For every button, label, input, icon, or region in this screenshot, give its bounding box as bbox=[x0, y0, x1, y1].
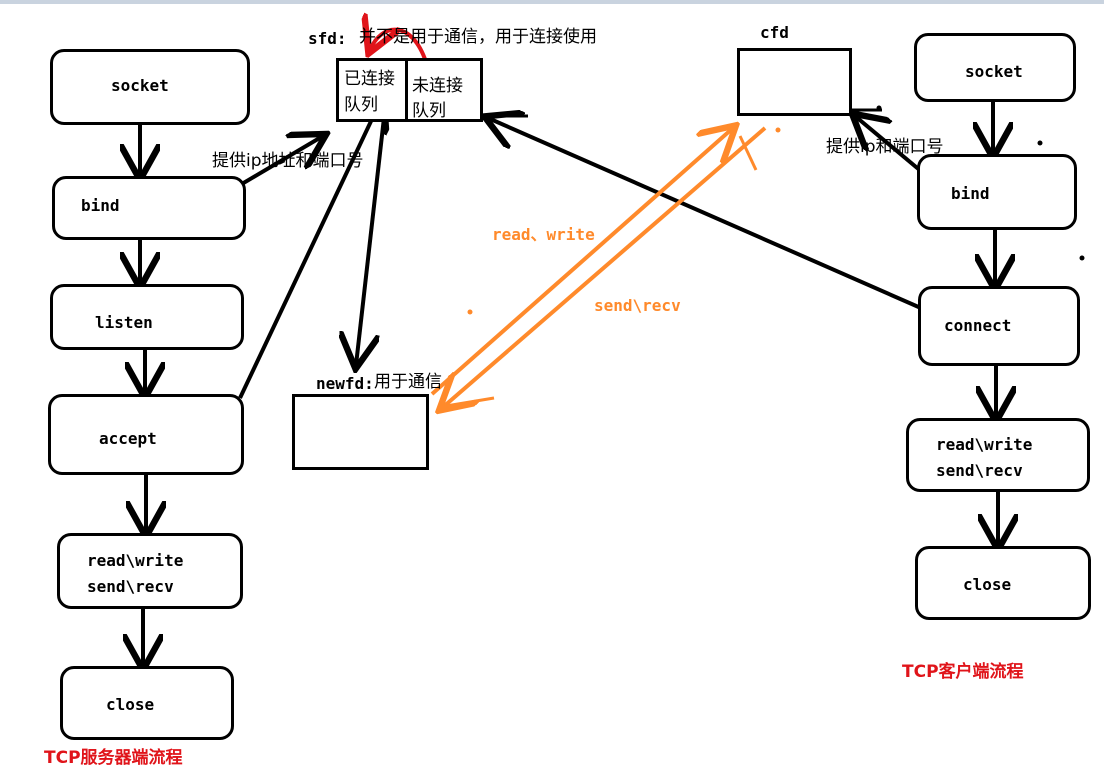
client-bind-box bbox=[917, 154, 1077, 230]
client-connect-box bbox=[918, 286, 1080, 366]
server-accept-box bbox=[48, 394, 244, 475]
send-recv-annotation: send\recv bbox=[594, 296, 681, 315]
newfd-prefix: newfd: bbox=[316, 374, 374, 393]
client-connect-label: connect bbox=[944, 316, 1012, 335]
pending-queue-line1: 未连接 bbox=[412, 76, 463, 96]
server-bind-box bbox=[52, 176, 246, 240]
server-listen-box bbox=[50, 284, 244, 350]
client-rw-box bbox=[906, 418, 1090, 492]
arrow-queue-to-newfd bbox=[356, 99, 388, 365]
server-flow-title: TCP服务器端流程 bbox=[44, 748, 183, 768]
newfd-box bbox=[292, 394, 429, 470]
client-socket-box bbox=[914, 33, 1076, 102]
client-bind-label: bind bbox=[951, 184, 990, 203]
server-close-box bbox=[60, 666, 234, 740]
client-close-label: close bbox=[963, 575, 1012, 594]
client-rw-line1: read\write bbox=[936, 435, 1033, 454]
arrow-client-bind-to-cfd bbox=[855, 116, 924, 174]
server-bind-annotation: 提供ip地址和端口号 bbox=[212, 151, 364, 171]
arrow-pending-to-connected bbox=[370, 30, 428, 63]
client-socket-label: socket bbox=[965, 62, 1023, 81]
newfd-note: 用于通信 bbox=[374, 372, 442, 392]
cfd-label: cfd bbox=[760, 23, 789, 42]
server-accept-label: accept bbox=[99, 429, 157, 448]
server-close-label: close bbox=[106, 695, 155, 714]
client-rw-line2: send\recv bbox=[936, 461, 1023, 480]
server-listen-label: listen bbox=[95, 313, 153, 332]
connected-queue-line1: 已连接 bbox=[344, 69, 395, 89]
arrow-connect-to-pending-queue bbox=[488, 118, 931, 314]
server-socket-label: socket bbox=[111, 76, 169, 95]
cfd-box bbox=[737, 48, 852, 116]
client-flow-title: TCP客户端流程 bbox=[902, 662, 1024, 682]
window-top-border bbox=[0, 0, 1104, 4]
server-bind-label: bind bbox=[81, 196, 120, 215]
arrow-accept-to-connected-queue bbox=[238, 98, 382, 399]
server-rw-line2: send\recv bbox=[87, 577, 174, 596]
arrow-newfd-to-cfd bbox=[430, 128, 733, 396]
server-rw-line1: read\write bbox=[87, 551, 184, 570]
read-write-annotation: read、write bbox=[492, 225, 595, 244]
client-close-box bbox=[915, 546, 1091, 620]
pending-queue-box bbox=[405, 58, 483, 122]
arrow-cfd-to-newfd bbox=[442, 126, 767, 408]
server-rw-box bbox=[57, 533, 243, 609]
server-socket-box bbox=[50, 49, 250, 125]
pending-queue-line2: 队列 bbox=[412, 101, 446, 121]
connected-queue-box bbox=[336, 58, 408, 122]
sfd-note: 并不是用于通信，用于连接使用 bbox=[359, 27, 597, 47]
sfd-prefix: sfd: bbox=[308, 29, 347, 48]
connected-queue-line2: 队列 bbox=[344, 95, 378, 115]
client-bind-annotation: 提供ip和端口号 bbox=[826, 137, 944, 157]
